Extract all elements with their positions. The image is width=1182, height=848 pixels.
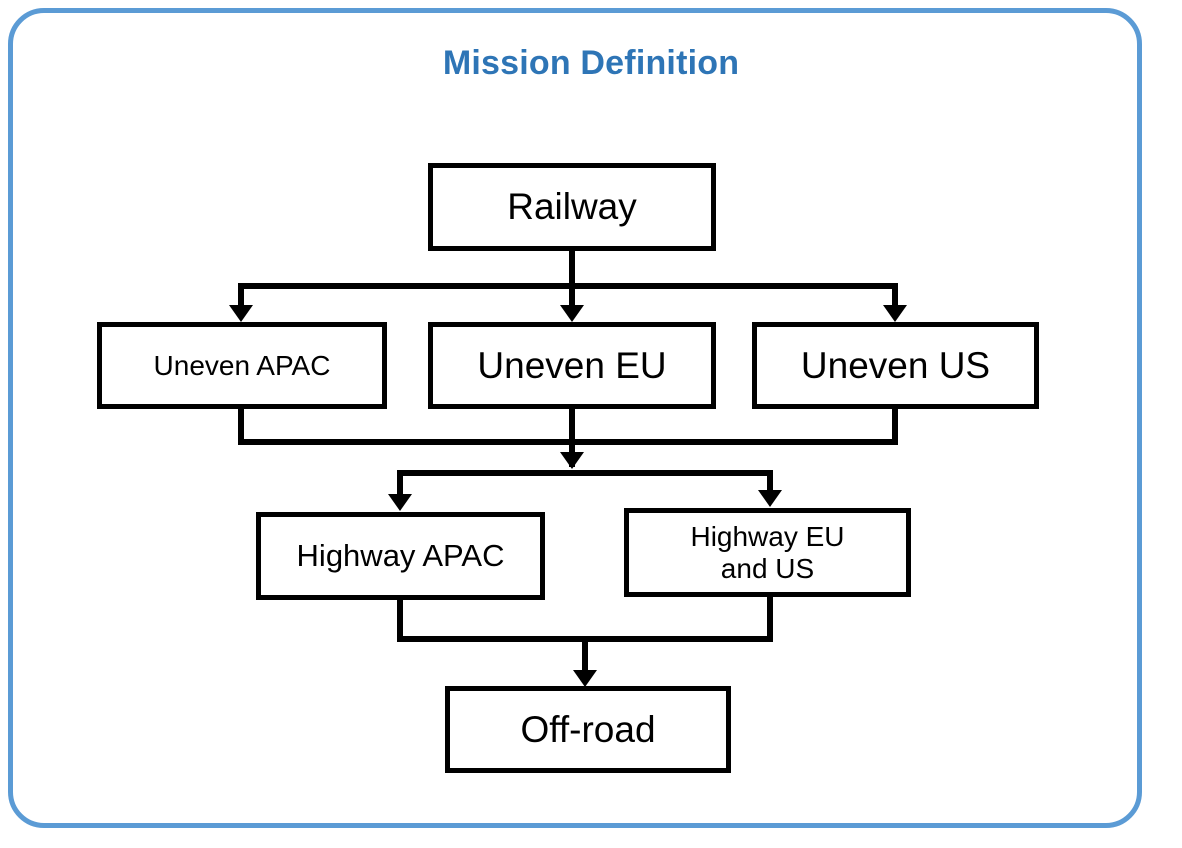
node-uneven-us-label: Uneven US [800, 344, 991, 386]
connector-uneven-apac-out [238, 405, 244, 445]
node-highway-eu-and-us-label-line2: and US [720, 552, 815, 584]
connector-uneven-us-out [892, 405, 898, 445]
connector-level2-merge-bar [238, 439, 898, 445]
node-highway-eu-and-us-label-line1: Highway EU [690, 521, 845, 553]
connector-level3-distribution-bar [397, 470, 773, 476]
connector-to-uneven-eu [569, 283, 575, 312]
connector-uneven-eu-out [569, 405, 575, 467]
node-highway-eu-and-us[interactable]: Highway EU and US [624, 508, 911, 597]
connector-to-uneven-us [892, 283, 898, 312]
node-offroad[interactable]: Off-road [445, 686, 731, 773]
node-uneven-eu-label: Uneven EU [477, 344, 667, 386]
arrowhead-highway-apac [388, 494, 412, 511]
node-uneven-us[interactable]: Uneven US [752, 322, 1039, 409]
connector-to-highway-eu-us [767, 470, 773, 496]
connector-highway-apac-out [397, 597, 403, 641]
node-uneven-eu[interactable]: Uneven EU [428, 322, 716, 409]
connector-to-highway-apac [397, 470, 403, 500]
node-highway-apac-label: Highway APAC [296, 537, 505, 573]
slide-frame [8, 8, 1142, 828]
node-uneven-apac-label: Uneven APAC [153, 349, 331, 381]
node-railway-label: Railway [507, 186, 637, 228]
arrowhead-uneven-eu [560, 305, 584, 322]
node-offroad-label: Off-road [520, 708, 656, 750]
connector-to-offroad [582, 636, 588, 678]
arrowhead-uneven-apac [229, 305, 253, 322]
connector-railway-stem [569, 250, 575, 288]
connector-to-uneven-apac [238, 283, 244, 312]
arrowhead-offroad [573, 670, 597, 687]
connector-level1-distribution-bar [238, 283, 898, 289]
arrowhead-uneven-us [883, 305, 907, 322]
page-title: Mission Definition [442, 44, 740, 82]
node-railway[interactable]: Railway [428, 163, 716, 251]
arrowhead-level2-merge [560, 452, 584, 469]
node-highway-apac[interactable]: Highway APAC [256, 512, 545, 600]
node-uneven-apac[interactable]: Uneven APAC [97, 322, 387, 409]
connector-highway-eu-us-out [767, 594, 773, 641]
arrowhead-highway-eu-us [758, 490, 782, 507]
